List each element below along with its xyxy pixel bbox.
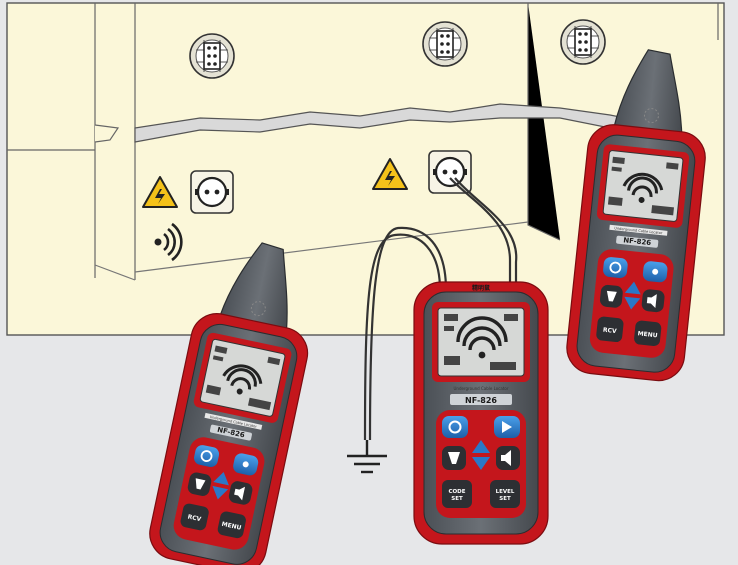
device-strip-label: Underground Cable Locator	[614, 226, 663, 235]
test-leads	[363, 177, 518, 441]
ground-symbol-icon	[347, 440, 387, 474]
junction-box-center	[422, 21, 468, 67]
brand-label: 精明鼠	[472, 284, 490, 292]
cable-locator-receiver-right: NF-826 Underground Cable Locator RCV MEN…	[562, 43, 718, 385]
power-button	[442, 416, 468, 438]
wall-outlet-icon	[189, 169, 235, 215]
code-set-button	[442, 480, 472, 508]
level-set-button	[490, 480, 520, 508]
junction-box-right	[560, 19, 606, 65]
model-label: NF-826	[465, 396, 497, 405]
rcv-key-label: RCV	[603, 327, 618, 335]
cable-locator-transmitter: 精明鼠 Underground Cable Locator NF-826 COD…	[413, 281, 549, 545]
device-strip-label: Underground Cable Locator	[453, 386, 508, 391]
menu-key-label: MENU	[221, 521, 242, 532]
model-label: NF-826	[623, 236, 652, 247]
rcv-key-label: RCV	[187, 514, 202, 524]
cable-locator-receiver-left: NF-826 Underground Cable Locator RCV MEN…	[143, 231, 331, 565]
junction-box-left	[189, 33, 235, 79]
menu-key-label: MENU	[637, 330, 658, 339]
